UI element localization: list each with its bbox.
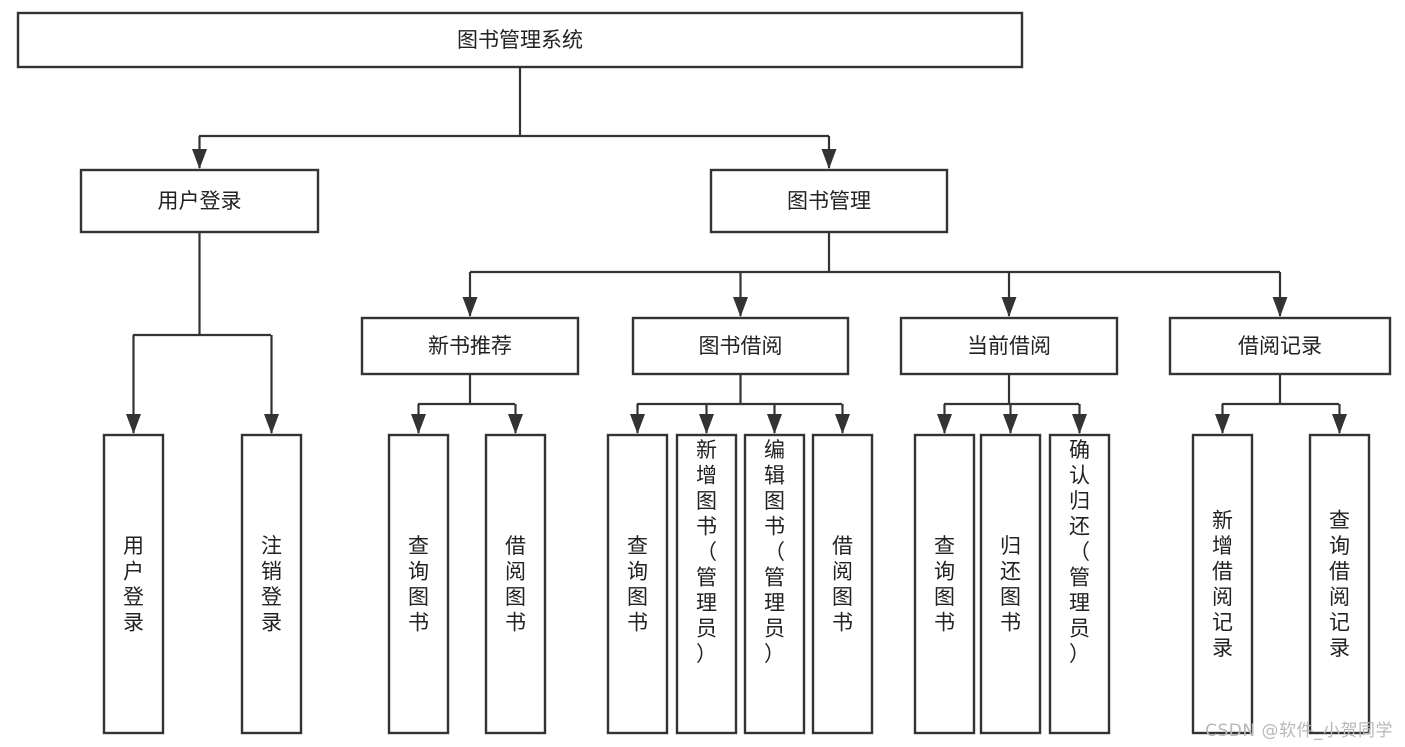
node-leaf-logout-login[interactable]: 注销登录: [240, 433, 303, 735]
node-leaf-query-borrow-record[interactable]: 查询借阅记录: [1308, 433, 1371, 735]
node-book-manage[interactable]: 图书管理: [709, 168, 949, 234]
connector-group-bus-current-borrow: [937, 374, 1087, 434]
node-label: 归还图书: [1000, 534, 1021, 635]
node-label: 注销登录: [261, 534, 282, 635]
node-leaf-borrow-book-2[interactable]: 借阅图书: [811, 433, 874, 735]
node-label: 查询借阅记录: [1329, 508, 1350, 660]
node-label: 图书管理系统: [457, 28, 583, 52]
node-label: 当前借阅: [967, 334, 1051, 358]
node-leaf-query-book-2[interactable]: 查询图书: [606, 433, 669, 735]
connector-group-bus-book-borrow: [630, 374, 850, 434]
node-leaf-query-book-3[interactable]: 查询图书: [913, 433, 976, 735]
node-label: 新增借阅记录: [1212, 508, 1233, 660]
node-root[interactable]: 图书管理系统: [16, 11, 1024, 69]
node-label: 借阅图书: [505, 534, 526, 635]
connector-group-bus-new-book: [411, 374, 523, 434]
connector-group-bus-user-login: [126, 232, 279, 434]
node-leaf-add-book-admin[interactable]: 新增图书（管理员）: [675, 433, 738, 735]
nodes-layer: 图书管理系统用户登录图书管理新书推荐图书借阅当前借阅借阅记录用户登录注销登录查询…: [16, 11, 1392, 735]
node-leaf-edit-book-admin[interactable]: 编辑图书（管理员）: [743, 433, 806, 735]
node-label: 编辑图书（管理员）: [764, 438, 785, 666]
connectors-layer: [126, 67, 1347, 434]
node-label: 图书管理: [787, 189, 871, 213]
node-leaf-query-book-1[interactable]: 查询图书: [387, 433, 450, 735]
node-label: 新书推荐: [428, 334, 512, 358]
node-leaf-add-borrow-record[interactable]: 新增借阅记录: [1191, 433, 1254, 735]
node-leaf-borrow-book-1[interactable]: 借阅图书: [484, 433, 547, 735]
node-label: 借阅图书: [832, 534, 853, 635]
node-leaf-confirm-return-admin[interactable]: 确认归还（管理员）: [1048, 433, 1111, 735]
connector-group-bus-borrow-record: [1215, 374, 1347, 434]
node-label: 查询图书: [627, 534, 648, 635]
node-book-borrow[interactable]: 图书借阅: [631, 316, 850, 376]
node-label: 用户登录: [158, 189, 242, 213]
node-label: 借阅记录: [1238, 334, 1322, 358]
node-current-borrow[interactable]: 当前借阅: [899, 316, 1119, 376]
node-leaf-user-login[interactable]: 用户登录: [102, 433, 165, 735]
connector-group-bus-root: [192, 67, 837, 169]
connector-group-bus-book-manage: [462, 232, 1288, 317]
node-label: 查询图书: [934, 534, 955, 635]
node-label: 查询图书: [408, 534, 429, 635]
node-label: 图书借阅: [699, 334, 783, 358]
node-new-book-recommend[interactable]: 新书推荐: [360, 316, 580, 376]
node-user-login[interactable]: 用户登录: [79, 168, 320, 234]
node-label: 用户登录: [123, 534, 144, 635]
node-borrow-record[interactable]: 借阅记录: [1168, 316, 1392, 376]
node-label: 确认归还（管理员）: [1069, 438, 1090, 666]
node-leaf-return-book[interactable]: 归还图书: [979, 433, 1042, 735]
node-label: 新增图书（管理员）: [696, 438, 717, 666]
